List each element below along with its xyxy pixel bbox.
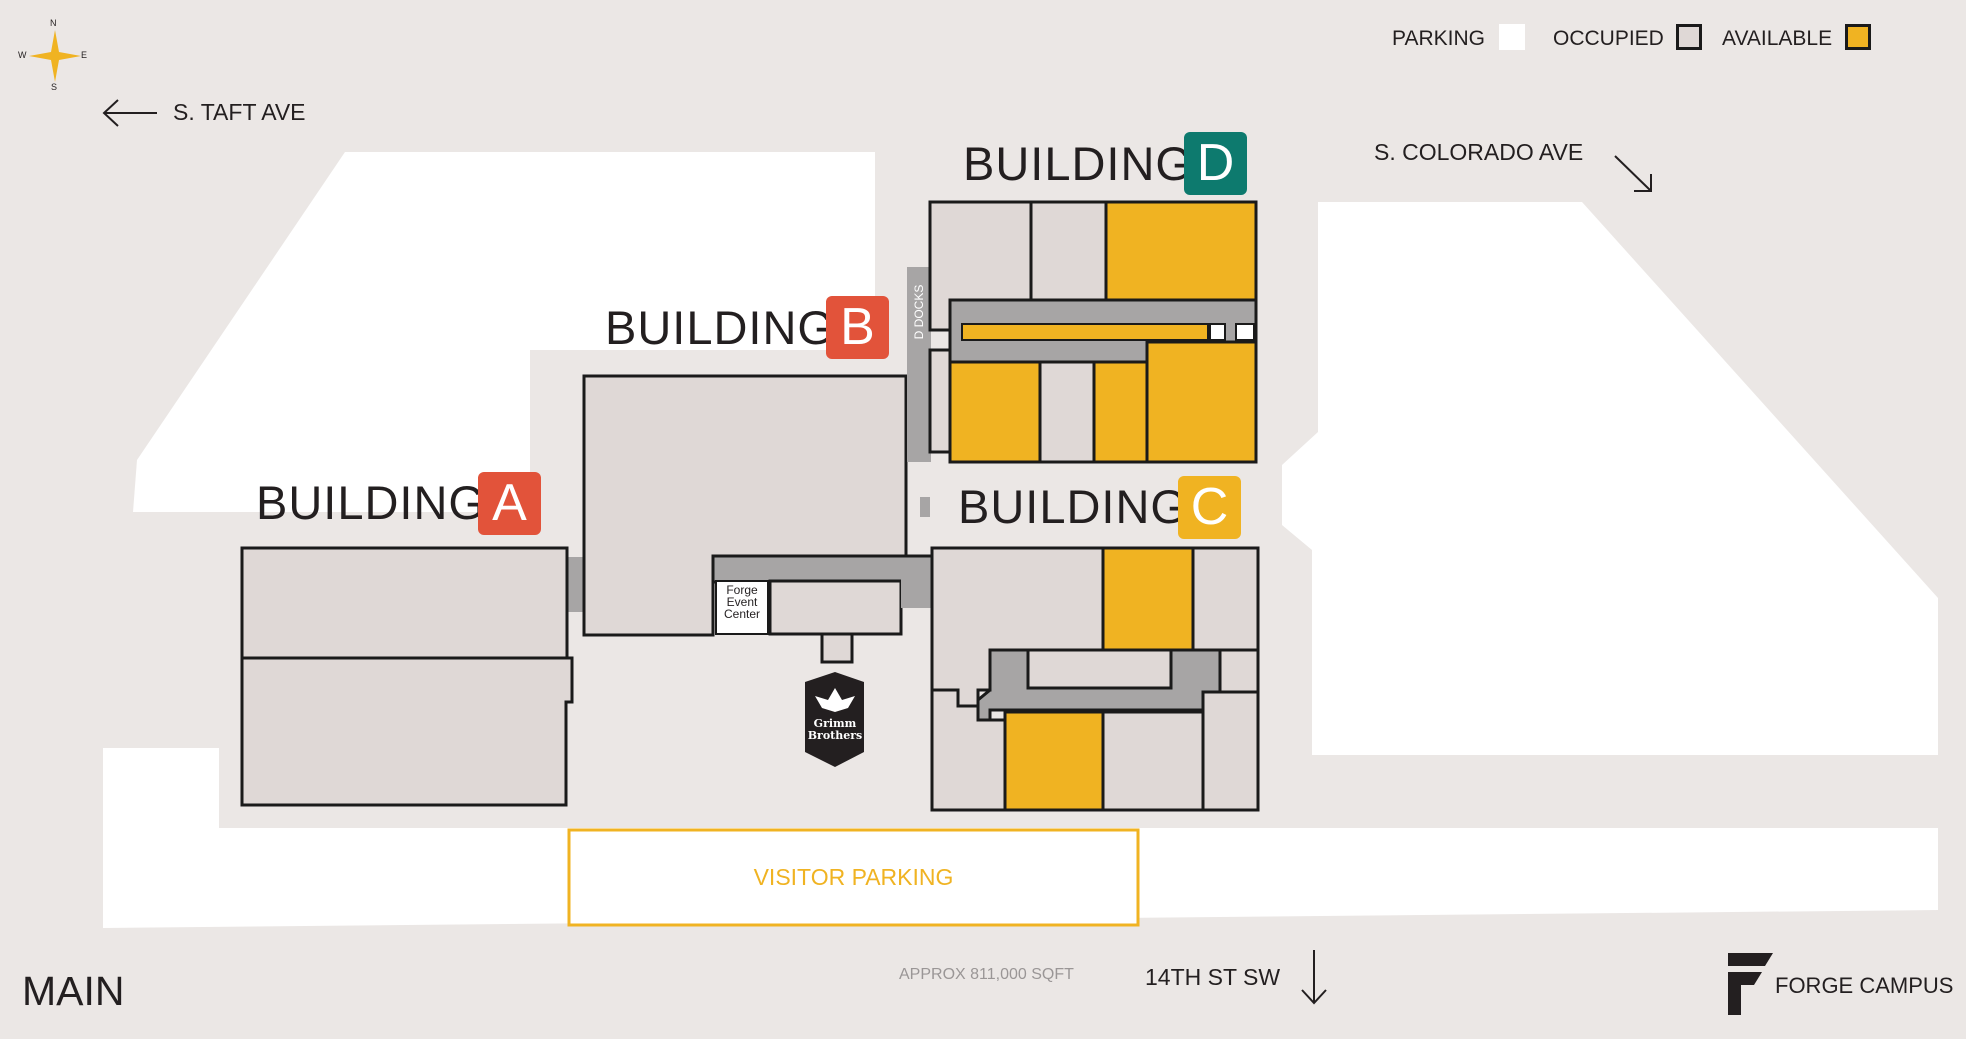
building-c-suite-7[interactable] xyxy=(1101,710,1205,812)
event-center-box xyxy=(715,580,769,635)
building-c xyxy=(930,546,1260,812)
building-d-suite-4[interactable] xyxy=(948,360,1042,464)
building-c-suite-6[interactable] xyxy=(1003,710,1105,812)
building-a xyxy=(240,546,574,807)
compass-w: W xyxy=(18,50,27,60)
legend-parking-swatch xyxy=(1499,24,1525,50)
bc-connector xyxy=(901,558,933,608)
building-b-connector xyxy=(565,557,585,612)
event-center-line-2: Event xyxy=(726,595,758,609)
building-c-suite-8[interactable] xyxy=(1201,690,1260,812)
colorado-arrow-icon xyxy=(1614,155,1652,192)
building-d-strip-unit[interactable] xyxy=(961,323,1209,341)
grimm-line-2: Brothers xyxy=(807,729,863,742)
legend-available-swatch xyxy=(1845,24,1871,50)
building-d-suite-3[interactable] xyxy=(1104,200,1258,302)
legend-occupied-label: OCCUPIED xyxy=(1553,27,1664,50)
building-a-suite-south[interactable] xyxy=(240,656,574,807)
parking-lots xyxy=(103,152,1938,928)
building-d xyxy=(907,200,1258,517)
building-d-badge[interactable]: D xyxy=(1184,132,1247,195)
event-center-line-3: Center xyxy=(723,607,761,621)
street-colorado: S. COLORADO AVE xyxy=(1374,139,1584,165)
building-c-suite-3[interactable] xyxy=(1191,546,1260,652)
grimm-line-1: Grimm xyxy=(813,717,857,730)
area-label: APPROX 811,000 SQFT xyxy=(899,966,1074,983)
building-d-small-unit-2[interactable] xyxy=(1235,323,1255,341)
compass-s: S xyxy=(51,82,58,92)
legend-available-label: AVAILABLE xyxy=(1722,27,1833,50)
cd-connector xyxy=(920,497,930,517)
building-d-small-unit-1[interactable] xyxy=(1209,323,1226,341)
d-docks-label: D DOCKS xyxy=(912,284,926,340)
taft-arrow-icon xyxy=(102,99,157,127)
building-d-title: BUILDING xyxy=(963,137,1193,190)
fourteenth-arrow-icon xyxy=(1301,950,1327,1005)
building-d-suite-6[interactable] xyxy=(1092,360,1149,464)
building-b-south-suite[interactable] xyxy=(768,579,903,636)
grimm-brothers-text: Grimm Brothers xyxy=(805,718,865,742)
building-b-notch xyxy=(820,632,854,664)
level-label: MAIN xyxy=(22,968,125,1014)
street-14th: 14TH ST SW xyxy=(1145,964,1281,990)
building-a-badge[interactable]: A xyxy=(478,472,541,535)
building-a-suite-north[interactable] xyxy=(240,546,569,660)
building-d-suite-7[interactable] xyxy=(1145,340,1258,464)
visitor-parking-area[interactable] xyxy=(567,828,1140,927)
building-b-corridor xyxy=(711,554,935,584)
forge-logo-icon xyxy=(1728,953,1773,1015)
compass-e: E xyxy=(81,50,88,60)
brand-label: FORGE CAMPUS xyxy=(1775,973,1954,998)
compass-n: N xyxy=(50,18,57,28)
compass-star-icon xyxy=(29,30,81,82)
building-b-title: BUILDING xyxy=(605,301,835,354)
building-b xyxy=(565,374,935,664)
building-c-badge[interactable]: C xyxy=(1178,476,1241,539)
event-center-line-1: Forge xyxy=(726,583,758,597)
event-center-label: Forge Event Center xyxy=(716,584,768,620)
building-c-suite-4[interactable] xyxy=(1218,648,1260,694)
parking-lot-east xyxy=(1282,202,1938,755)
legend-parking-label: PARKING xyxy=(1392,27,1485,50)
grimm-brothers-logo xyxy=(805,672,864,767)
street-taft: S. TAFT AVE xyxy=(173,99,306,125)
building-c-title: BUILDING xyxy=(958,480,1188,533)
d-docks-strip xyxy=(907,267,931,462)
building-c-suite-5[interactable] xyxy=(930,688,1007,812)
parking-lot-northwest xyxy=(133,152,875,512)
building-a-title: BUILDING xyxy=(256,476,486,529)
building-d-suite-5[interactable] xyxy=(1038,360,1096,464)
visitor-parking-label: VISITOR PARKING xyxy=(753,864,954,890)
building-d-suite-west[interactable] xyxy=(928,348,952,454)
building-b-badge[interactable]: B xyxy=(826,296,889,359)
building-c-suite-2[interactable] xyxy=(1101,546,1195,652)
building-c-inner-suite[interactable] xyxy=(1026,648,1173,690)
legend-occupied-swatch xyxy=(1676,24,1702,50)
building-d-suite-2[interactable] xyxy=(1029,200,1108,302)
